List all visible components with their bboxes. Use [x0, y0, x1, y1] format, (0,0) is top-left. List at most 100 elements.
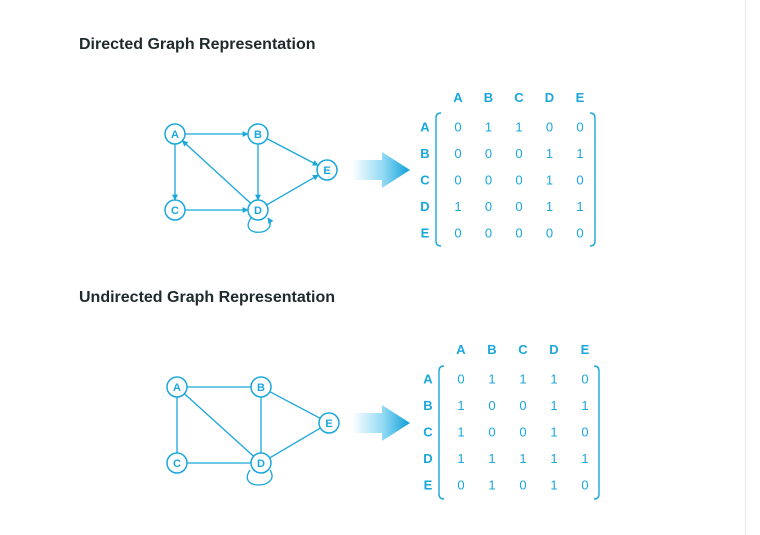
matrix-column-header: A — [453, 90, 463, 105]
node-circle — [164, 199, 186, 221]
node-a: A — [166, 376, 188, 398]
matrix-cell: 1 — [581, 451, 588, 466]
matrix-cell: 1 — [519, 451, 526, 466]
node-b: B — [247, 123, 269, 145]
directed-graph: A B C D E — [164, 123, 338, 233]
undirected-graph-heading: Undirected Graph Representation — [79, 289, 336, 306]
node-e: E — [318, 412, 340, 434]
self-loop-edge — [247, 217, 274, 233]
matrix-cell: 0 — [515, 173, 522, 188]
matrix-cell: 1 — [454, 199, 461, 214]
node-circle — [164, 123, 186, 145]
right-edge-rule — [745, 0, 746, 535]
matrix-cell: 0 — [457, 372, 464, 387]
matrix-cell: 0 — [515, 226, 522, 241]
matrix-cell: 1 — [546, 146, 553, 161]
edge-b-e — [269, 391, 321, 419]
node-label: C — [173, 458, 181, 470]
matrix-cell: 1 — [550, 398, 557, 413]
matrix-cell: 1 — [581, 398, 588, 413]
node-label: D — [257, 458, 265, 470]
matrix-cell: 0 — [515, 146, 522, 161]
node-label: B — [254, 129, 262, 141]
node-a: A — [164, 123, 186, 145]
matrix-row-header: A — [423, 372, 433, 387]
matrix-cell: 1 — [457, 451, 464, 466]
matrix-right-bracket — [589, 112, 596, 247]
matrix-left-bracket — [438, 365, 445, 500]
matrix-row-header: C — [420, 173, 430, 188]
node-label: E — [323, 165, 330, 177]
matrix-cell: 1 — [546, 173, 553, 188]
matrix-cell: 1 — [550, 478, 557, 493]
matrix-cell: 0 — [515, 199, 522, 214]
node-circle — [166, 452, 188, 474]
node-label: E — [325, 418, 332, 430]
matrix-cell: 1 — [488, 478, 495, 493]
matrix-row-header: A — [420, 120, 430, 135]
node-label: A — [171, 129, 179, 141]
matrix-column-header: D — [549, 342, 558, 357]
matrix-cell: 0 — [488, 398, 495, 413]
matrix-cell: 1 — [515, 120, 522, 135]
matrix-row-header: D — [423, 451, 432, 466]
matrix-cell: 0 — [581, 425, 588, 440]
edge-d-a — [181, 140, 252, 204]
matrix-cell: 1 — [550, 425, 557, 440]
node-label: A — [173, 382, 181, 394]
matrix-row-header: E — [424, 478, 433, 493]
node-circle — [250, 376, 272, 398]
edge-a-d — [183, 393, 255, 457]
node-circle — [318, 412, 340, 434]
node-circle — [247, 199, 269, 221]
matrix-cell: 0 — [454, 173, 461, 188]
matrix-column-header: B — [484, 90, 493, 105]
matrix-column-header: E — [576, 90, 585, 105]
matrix-cell: 0 — [485, 199, 492, 214]
matrix-cell: 0 — [519, 398, 526, 413]
matrix-cell: 1 — [550, 451, 557, 466]
matrix-cell: 0 — [485, 146, 492, 161]
node-d: D — [247, 199, 269, 221]
matrix-cell: 0 — [454, 226, 461, 241]
matrix-cell: 1 — [546, 199, 553, 214]
matrix-cell: 0 — [576, 173, 583, 188]
matrix-column-header: A — [456, 342, 466, 357]
matrix-cell: 0 — [546, 226, 553, 241]
matrix-cell: 0 — [454, 146, 461, 161]
node-circle — [247, 123, 269, 145]
right-arrow-icon — [352, 152, 410, 188]
matrix-column-header: C — [514, 90, 524, 105]
matrix-cell: 1 — [550, 372, 557, 387]
node-b: B — [250, 376, 272, 398]
matrix-row-header: D — [420, 199, 429, 214]
matrix-row-header: B — [420, 146, 429, 161]
node-label: D — [254, 205, 262, 217]
matrix-cell: 0 — [519, 425, 526, 440]
edge-d-e — [266, 174, 319, 206]
node-circle — [166, 376, 188, 398]
matrix-cell: 1 — [488, 451, 495, 466]
node-circle — [316, 159, 338, 181]
matrix-cell: 0 — [519, 478, 526, 493]
matrix-cell: 1 — [485, 120, 492, 135]
matrix-cell: 0 — [576, 120, 583, 135]
matrix-cell: 1 — [457, 425, 464, 440]
matrix-row-header: B — [423, 398, 432, 413]
directed-graph-heading: Directed Graph Representation — [79, 36, 316, 53]
matrix-cell: 0 — [488, 425, 495, 440]
node-label: B — [257, 382, 265, 394]
node-circle — [250, 452, 272, 474]
matrix-column-header: E — [581, 342, 590, 357]
matrix-cell: 0 — [581, 372, 588, 387]
node-label: C — [171, 205, 179, 217]
matrix-row-header: C — [423, 425, 433, 440]
matrix-cell: 1 — [457, 398, 464, 413]
node-c: C — [164, 199, 186, 221]
matrix-right-bracket — [593, 365, 600, 500]
matrix-cell: 0 — [576, 226, 583, 241]
node-c: C — [166, 452, 188, 474]
matrix-cell: 1 — [519, 372, 526, 387]
